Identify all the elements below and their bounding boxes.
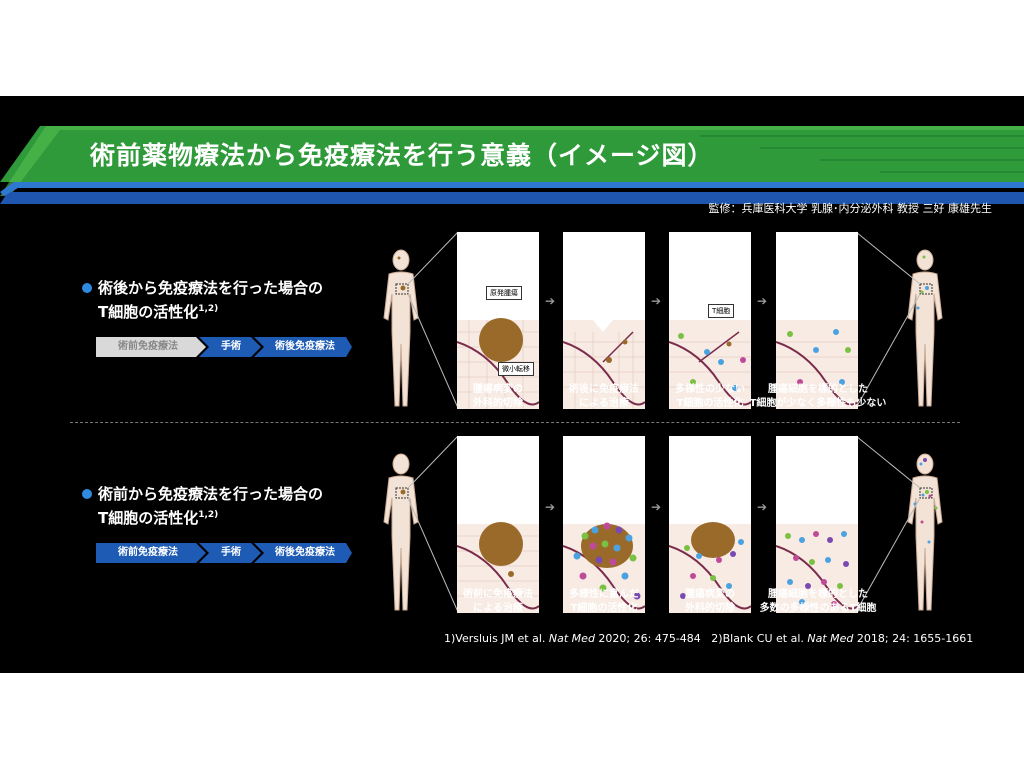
step-preop: 術前免疫療法 — [118, 547, 178, 558]
panel-2-3 — [669, 436, 751, 613]
references: 1)Versluis JM et al. Nat Med 2020; 26: 4… — [444, 632, 974, 645]
arrow-right-icon: ➔ — [651, 500, 662, 514]
step-surgery: 手術 — [221, 547, 241, 558]
label-micrometastasis: 微小転移 — [498, 362, 534, 376]
scenario2-heading: 術前から免疫療法を行った場合の T細胞の活性化1,2) — [82, 484, 323, 529]
step-postop: 術後免疫療法 — [275, 341, 335, 352]
supervisor-credit: 監修：兵庫医科大学 乳腺･内分泌外科 教授 三好 康雄先生 — [708, 202, 993, 215]
label-primary-tumor: 原発腫瘍 — [486, 286, 522, 300]
caption-2-3: 腫瘍病変の外科的切除 — [685, 589, 735, 614]
arrow-right-icon: ➔ — [651, 294, 662, 308]
body-figure-right-2 — [907, 453, 943, 611]
caption-2-1: 術前に免疫療法による治療 — [463, 589, 533, 614]
page-title: 術前薬物療法から免疫療法を行う意義（イメージ図） — [90, 141, 714, 170]
panel-1-2 — [563, 232, 645, 409]
panel-2-2 — [563, 436, 645, 613]
arrow-right-icon: ➔ — [757, 294, 768, 308]
step-arrows — [96, 543, 352, 563]
caption-2-4: 腫瘍細胞を標的とした多数の多様性のあるT細胞 — [759, 589, 877, 614]
caption-1-2: 術後に免疫療法による治療 — [569, 384, 639, 409]
arrow-right-icon: ➔ — [545, 294, 556, 308]
label-t-cell: T細胞 — [708, 304, 735, 318]
scenario1-heading: 術後から免疫療法を行った場合の T細胞の活性化1,2) — [82, 278, 323, 323]
arrow-right-icon: ➔ — [757, 500, 768, 514]
title-banner — [0, 126, 1024, 204]
panel-2-4 — [776, 436, 858, 613]
bullet-icon — [82, 283, 92, 293]
step-postop: 術後免疫療法 — [275, 547, 335, 558]
panel-2-1 — [457, 436, 539, 613]
body-figure-left-1 — [383, 249, 419, 407]
body-figure-left-2 — [383, 453, 419, 611]
body-figure-right-1 — [907, 249, 943, 407]
step-surgery: 手術 — [221, 341, 241, 352]
step-arrows — [96, 337, 352, 357]
slide: 術前薬物療法から免疫療法を行う意義（イメージ図） 監修：兵庫医科大学 乳腺･内分… — [0, 96, 1024, 673]
arrow-right-icon: ➔ — [545, 500, 556, 514]
connector-lines — [407, 231, 921, 613]
caption-1-1: 腫瘍病変の外科的切除 — [473, 384, 523, 409]
panel-1-3 — [669, 232, 751, 409]
panel-1-4 — [776, 232, 858, 409]
bullet-icon — [82, 489, 92, 499]
step-preop: 術前免疫療法 — [118, 341, 178, 352]
divider — [70, 422, 960, 423]
